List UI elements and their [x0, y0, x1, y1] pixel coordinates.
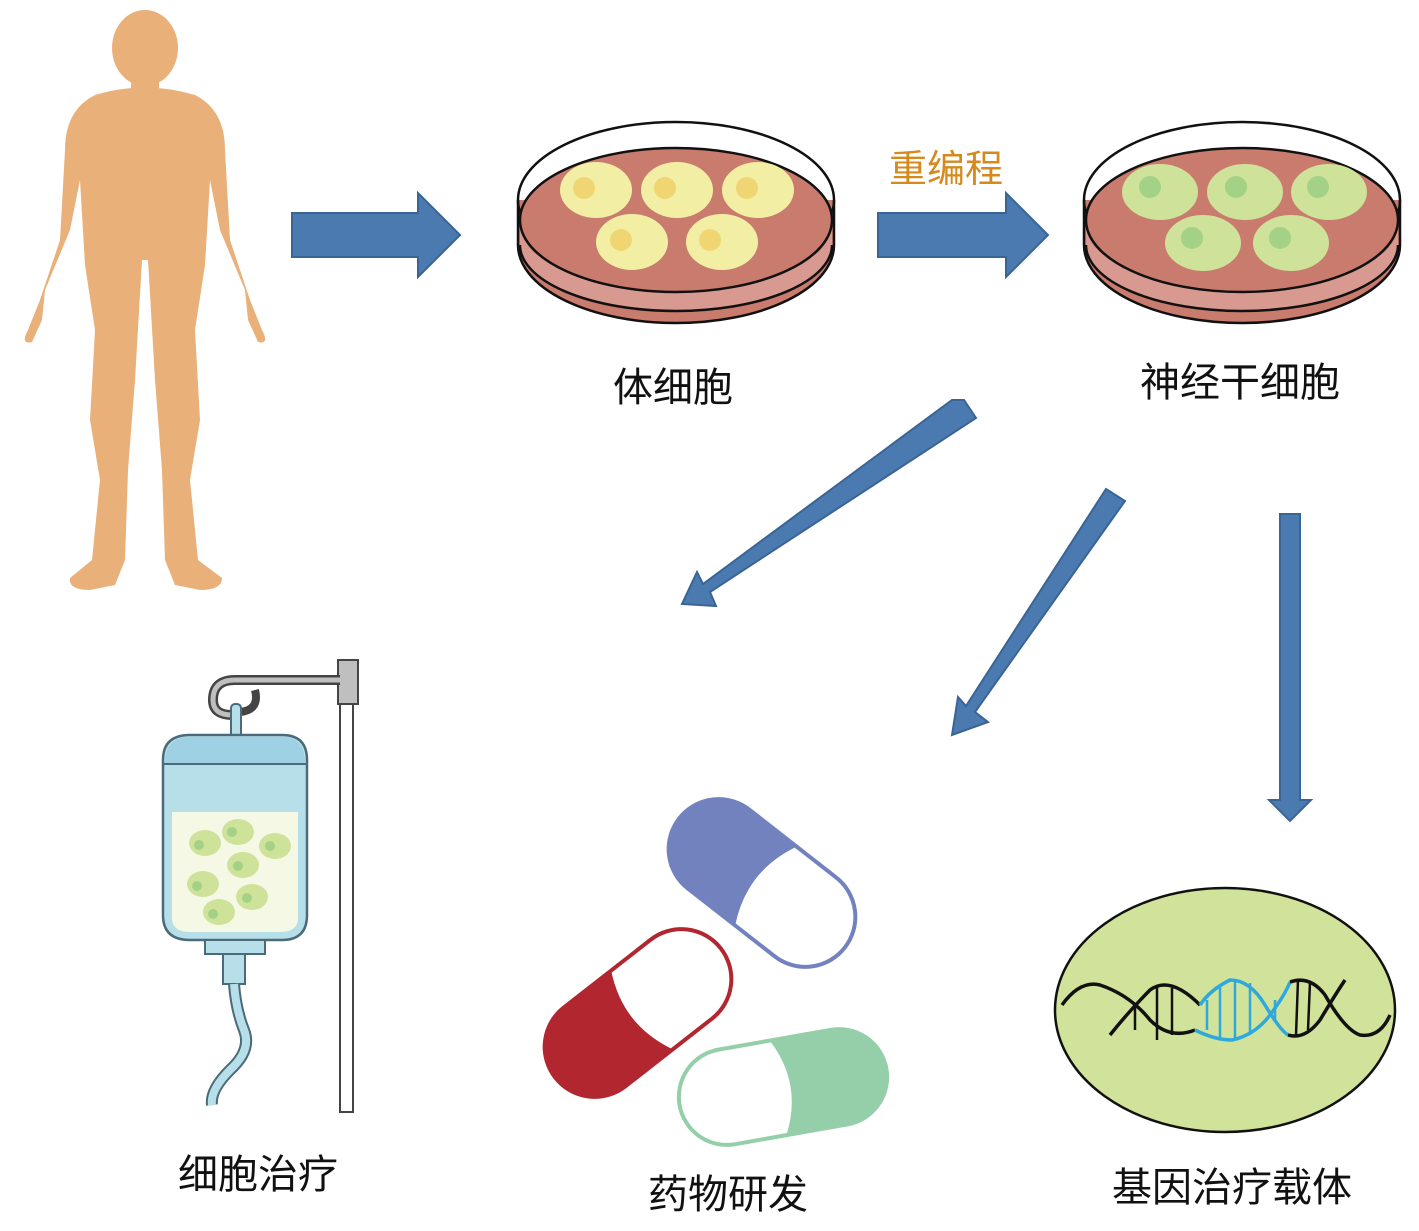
- somatic-cells-dish-icon: [516, 120, 836, 325]
- neural-stem-cells-label: 神经干细胞: [1140, 360, 1340, 406]
- arrow-reprogramming: [877, 190, 1050, 280]
- gene-therapy-vector-label: 基因治疗载体: [1112, 1165, 1352, 1211]
- arrow-to-cell-therapy: [680, 399, 978, 608]
- arrow-to-drug-development: [950, 487, 1127, 737]
- gene-therapy-vector-icon: [1053, 886, 1397, 1134]
- somatic-cells-label: 体细胞: [613, 365, 733, 411]
- neural-stem-cells-dish-icon: [1082, 120, 1402, 325]
- arrow-to-somatic-cells: [291, 190, 462, 280]
- cell-therapy-label: 细胞治疗: [178, 1152, 338, 1198]
- drug-development-label: 药物研发: [648, 1172, 808, 1218]
- human-silhouette-icon: [24, 10, 266, 590]
- pills-icon: [542, 797, 890, 1147]
- reprogramming-label: 重编程: [888, 147, 1004, 191]
- arrow-to-gene-therapy: [1266, 513, 1314, 823]
- iv-bag-icon: [161, 659, 359, 1113]
